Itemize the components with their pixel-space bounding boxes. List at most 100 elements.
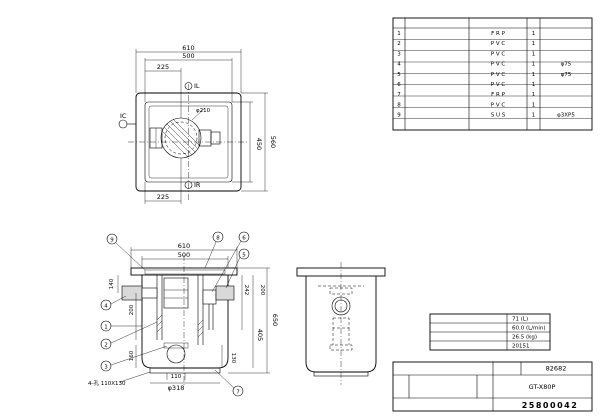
parts-row-material: P V C xyxy=(491,41,506,47)
parts-row: 3 P V C 1 xyxy=(397,51,535,57)
parts-row-qty: 1 xyxy=(532,51,536,57)
parts-row-material: P V C xyxy=(491,51,506,57)
spec-value: 60.0 (L/min) xyxy=(512,326,546,332)
parts-row: 4 P V C 1 φ75 xyxy=(397,62,572,68)
front-dim-upper: 242 xyxy=(243,285,249,296)
parts-row-qty: 1 xyxy=(532,72,536,78)
parts-row-material: S U S xyxy=(491,113,506,119)
plan-dim-pipe: φ210 xyxy=(196,108,211,114)
side-view xyxy=(296,262,386,385)
parts-row-material: P V C xyxy=(491,72,506,78)
parts-row-material: P V C xyxy=(491,62,506,68)
spec-value: 20151 xyxy=(512,344,530,350)
front-outlet-trap xyxy=(202,289,217,305)
specs-table: 71 (L) 60.0 (L/min) 26.5 (kg) 20151 xyxy=(429,313,551,351)
front-dim-inner-width: 500 xyxy=(178,251,190,259)
front-dim-140: 140 xyxy=(109,278,115,289)
plan-dim-inner-width: 500 xyxy=(182,52,194,60)
callout-3: 3 xyxy=(100,345,168,372)
parts-row-qty: 1 xyxy=(532,31,536,37)
parts-row-no: 3 xyxy=(397,51,401,57)
front-dim-160: 160 xyxy=(129,350,135,361)
svg-text:8: 8 xyxy=(216,236,220,242)
spec-row-certification: 20151 xyxy=(512,344,530,350)
plan-dim-height-overall: 560 xyxy=(269,136,277,148)
plan-dim-overall-width: 610 xyxy=(182,44,194,52)
svg-text:2: 2 xyxy=(104,343,108,349)
callout-5: 5 xyxy=(225,248,250,289)
parts-table-frame xyxy=(392,17,593,131)
plan-marker-ic xyxy=(118,119,128,129)
svg-text:9: 9 xyxy=(110,238,114,244)
plan-label-ir: IR xyxy=(194,181,201,189)
parts-row-material: F R P xyxy=(491,31,505,37)
svg-text:5: 5 xyxy=(242,253,246,259)
title-block: 82682 GT-X80P 25800042 xyxy=(392,361,593,412)
parts-row-qty: 1 xyxy=(532,82,536,88)
front-dim-110: 110 xyxy=(171,374,182,380)
plan-marker-il xyxy=(184,82,193,90)
spec-row-flow: 60.0 (L/min) xyxy=(512,326,546,332)
side-pipe-outer xyxy=(331,296,351,316)
parts-row-no: 8 xyxy=(397,102,401,108)
front-dim-holes: 4-孔 110X130 xyxy=(88,379,126,387)
side-tank-body xyxy=(305,276,377,373)
side-pipe-inner xyxy=(334,299,348,313)
front-dim-overall-width: 610 xyxy=(178,242,190,250)
parts-row: 2 P V C 1 xyxy=(397,41,535,47)
callout-1: 1 xyxy=(100,320,142,332)
parts-row-qty: 1 xyxy=(532,62,536,68)
plan-view: IC IL IR φ210 610 500 225 225 450 560 xyxy=(118,44,277,204)
front-drain-circle xyxy=(166,344,186,364)
parts-row-no: 6 xyxy=(397,82,401,88)
title-model-value: GT-X80P xyxy=(529,383,556,391)
front-dim-base-dia: φ318 xyxy=(168,384,185,392)
parts-row: 6 P V C 1 xyxy=(397,82,535,88)
front-view: 610 500 650 405 242 200 130 140 200 160 … xyxy=(88,231,279,397)
callout-2: 2 xyxy=(100,321,158,350)
callout-7: 7 xyxy=(214,369,244,397)
spec-row-capacity: 71 (L) xyxy=(512,317,528,323)
svg-text:3: 3 xyxy=(104,365,108,371)
callout-9: 9 xyxy=(106,233,146,271)
plan-label-ic: IC xyxy=(120,112,127,120)
plan-dim-offset-top: 225 xyxy=(157,63,169,71)
spec-value: 71 (L) xyxy=(512,317,528,323)
front-dim-130: 130 xyxy=(230,353,236,364)
spec-row-grease: 26.5 (kg) xyxy=(512,335,537,341)
parts-row-material: F R P xyxy=(491,92,505,98)
front-dim-body-height: 405 xyxy=(256,329,264,341)
parts-row-qty: 1 xyxy=(532,113,536,119)
parts-row: 5 P V C 1 φ75 xyxy=(397,72,572,78)
title-block-frame xyxy=(392,361,593,412)
parts-row-no: 7 xyxy=(397,92,401,98)
parts-row-material: P V C xyxy=(491,102,506,108)
parts-row-no: 4 xyxy=(397,62,401,68)
parts-row-note: φ75 xyxy=(561,62,572,68)
svg-text:7: 7 xyxy=(236,390,240,396)
front-outlet-pipe xyxy=(215,285,235,301)
parts-table: 1 F R P 1 2 P V C 1 3 P V C 1 4 P V C 1 … xyxy=(392,17,593,131)
front-dim-total-height: 650 xyxy=(271,314,279,326)
parts-row-note: φ75 xyxy=(561,72,572,78)
plan-dim-height-inner: 450 xyxy=(255,138,263,150)
plan-label-il: IL xyxy=(194,82,200,90)
parts-row: 9 S U S 1 φ3XP5 xyxy=(397,113,575,119)
front-inlet-pipe xyxy=(121,285,143,301)
callout-8: 8 xyxy=(204,231,224,269)
callout-4: 4 xyxy=(100,295,127,311)
parts-row-no: 9 xyxy=(397,113,401,119)
title-drawing-no: 25800042 xyxy=(522,401,579,410)
parts-row-no: 5 xyxy=(397,72,401,78)
parts-row-note: φ3XP5 xyxy=(557,113,575,119)
svg-text:4: 4 xyxy=(104,304,108,310)
parts-row-qty: 1 xyxy=(532,41,536,47)
spec-value: 26.5 (kg) xyxy=(512,335,537,341)
parts-row: 7 F R P 1 xyxy=(397,92,535,98)
plan-marker-ir xyxy=(184,181,193,189)
svg-text:6: 6 xyxy=(242,236,246,242)
parts-row-qty: 1 xyxy=(532,102,536,108)
front-basket xyxy=(163,277,189,309)
